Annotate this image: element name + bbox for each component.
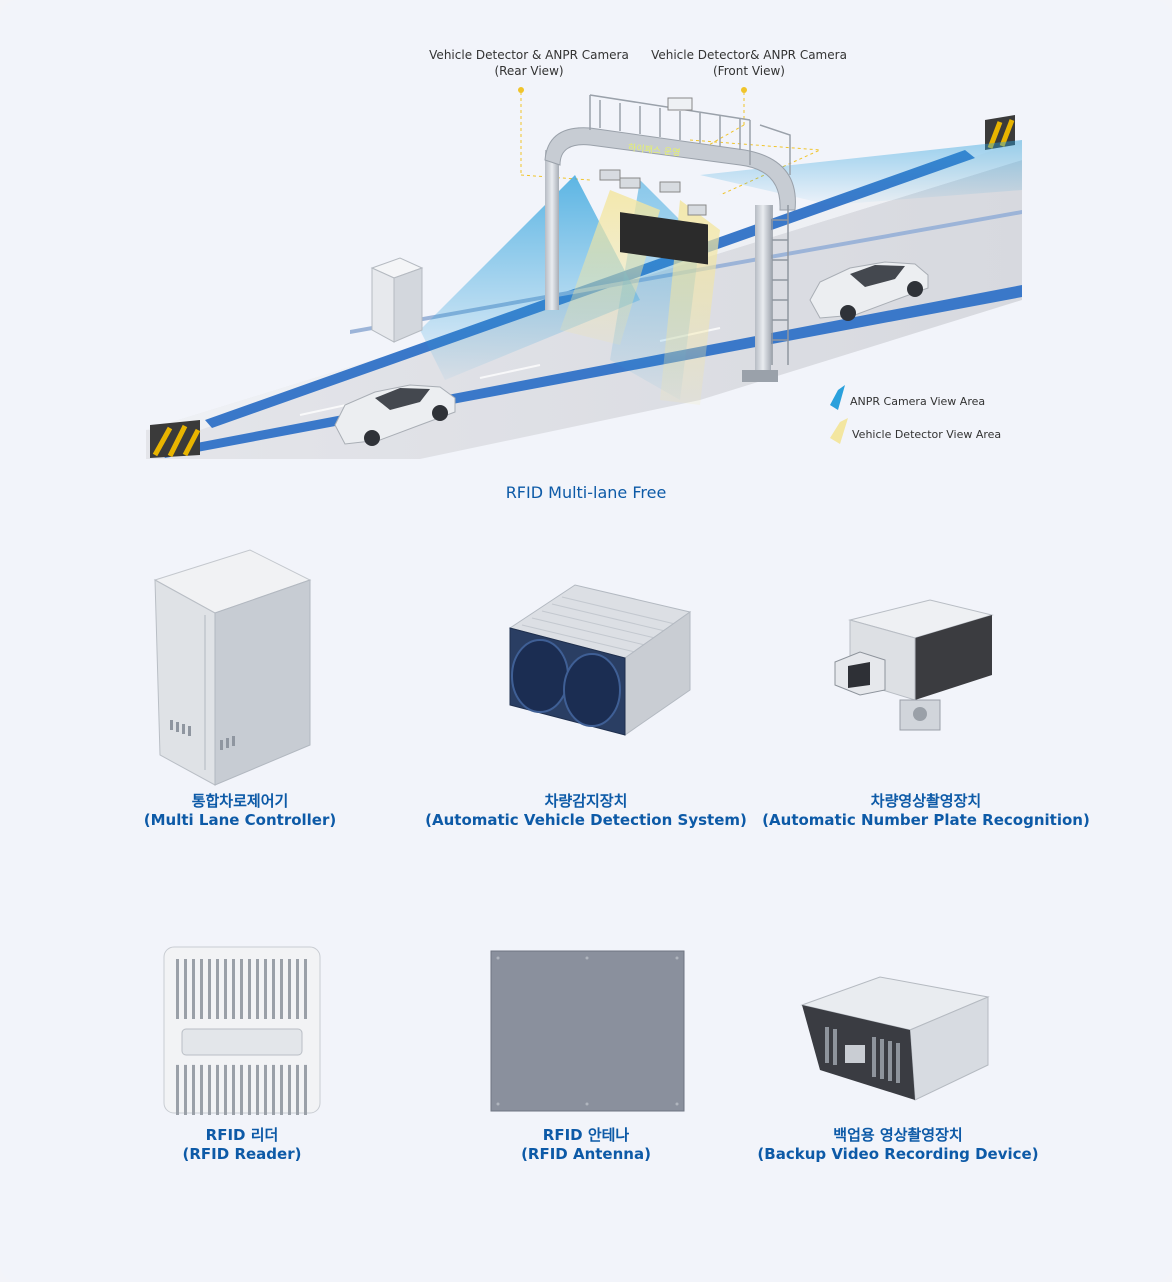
callout-dot-rear [518,87,524,93]
product-caption-5: RFID 안테나 (RFID Antenna) [436,1126,736,1164]
callout-rear-view: Vehicle Detector & ANPR Camera (Rear Vie… [420,47,638,79]
cabinet-icon [153,549,312,786]
product-kr-2: 차량감지장치 [544,792,628,810]
product-caption-2: 차량감지장치 (Automatic Vehicle Detection Syst… [406,792,766,830]
legend-anpr-swatch [830,385,845,410]
product-en-6: (Backup Video Recording Device) [757,1145,1039,1163]
crash-barrier-left [150,420,201,458]
anpr-camera-icon [834,599,994,731]
product-caption-3: 차량영상촬영장치 (Automatic Number Plate Recogni… [746,792,1106,830]
product-kr-3: 차량영상촬영장치 [870,792,982,810]
product-en-5: (RFID Antenna) [521,1145,651,1163]
roadside-cabinet [370,257,424,343]
product-en-4: (RFID Reader) [182,1145,302,1163]
product-caption-4: RFID 리더 (RFID Reader) [92,1126,392,1164]
callout-rear-line1: Vehicle Detector & ANPR Camera [429,48,629,62]
vms-sign [620,212,708,265]
legend-detector-swatch [830,418,848,444]
product-kr-1: 통합차로제어기 [191,792,289,810]
gantry-structure [544,94,796,382]
car-near [334,384,456,446]
product-en-3: (Automatic Number Plate Recognition) [762,811,1090,829]
legend-detector-label: Vehicle Detector View Area [852,428,1002,441]
toll-gantry-diagram [146,87,1022,459]
product-kr-5: RFID 안테나 [542,1126,630,1144]
callout-front-view: Vehicle Detector& ANPR Camera (Front Vie… [640,47,858,79]
product-caption-1: 통합차로제어기 (Multi Lane Controller) [90,792,390,830]
callout-front-line2: (Front View) [712,64,785,78]
product-en-2: (Automatic Vehicle Detection System) [425,811,747,829]
callout-dot-front [741,87,747,93]
car-far [809,261,929,321]
product-kr-4: RFID 리더 [205,1126,279,1144]
callout-front-line1: Vehicle Detector& ANPR Camera [651,48,847,62]
product-en-1: (Multi Lane Controller) [143,811,337,829]
legend-anpr-label: ANPR Camera View Area [850,395,986,408]
backup-camera-icon [800,976,990,1101]
rfid-antenna-icon [490,950,685,1112]
product-caption-6: 백업용 영상촬영장치 (Backup Video Recording Devic… [718,1126,1078,1164]
rfid-reader-icon [163,946,321,1115]
callout-rear-line2: (Rear View) [494,64,564,78]
product-kr-6: 백업용 영상촬영장치 [833,1126,963,1144]
diagram-caption: RFID Multi-lane Free [505,483,667,502]
detector-icon [508,584,692,736]
